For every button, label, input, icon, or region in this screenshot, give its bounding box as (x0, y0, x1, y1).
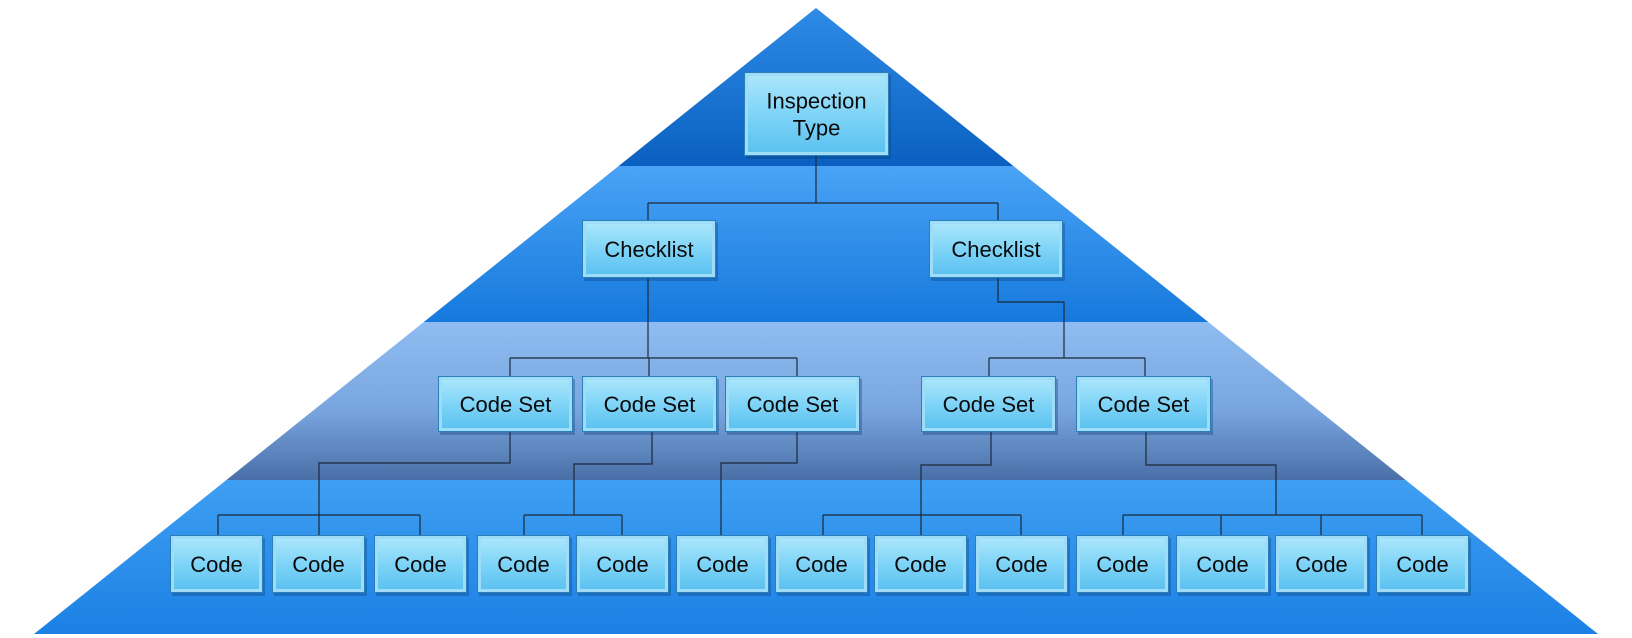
node-code-set-3: Code Set (725, 376, 862, 435)
node-code-set-1-label: Code Set (460, 392, 552, 417)
node-code-6: Code (676, 535, 771, 596)
node-code-3: Code (374, 535, 469, 596)
node-code-10-label: Code (1096, 552, 1149, 577)
node-code-9: Code (975, 535, 1070, 596)
node-code-set-2: Code Set (582, 376, 719, 435)
connector-codeset-5-route (1145, 432, 1277, 515)
connector-lines (217, 152, 1423, 535)
node-code-1: Code (170, 535, 265, 596)
node-code-8: Code (874, 535, 969, 596)
node-code-8-label: Code (894, 552, 947, 577)
node-code-5: Code (576, 535, 671, 596)
connector-codeset-4-route (920, 432, 992, 515)
node-checklist-2-label: Checklist (951, 237, 1040, 262)
node-code-6-label: Code (696, 552, 749, 577)
node-code-7: Code (775, 535, 870, 596)
node-checklist-1: Checklist (582, 220, 718, 281)
node-code-set-5: Code Set (1076, 376, 1213, 435)
node-code-set-4: Code Set (921, 376, 1058, 435)
node-code-set-4-label: Code Set (943, 392, 1035, 417)
node-code-1-label: Code (190, 552, 243, 577)
node-code-set-2-label: Code Set (604, 392, 696, 417)
node-code-4-label: Code (497, 552, 550, 577)
node-inspection-type-label: Type (793, 116, 841, 141)
node-inspection-type-label: Inspection (766, 89, 866, 114)
connector-checklist-2-route (997, 278, 1065, 358)
node-code-13-label: Code (1396, 552, 1449, 577)
node-code-set-3-label: Code Set (747, 392, 839, 417)
node-code-13: Code (1376, 535, 1471, 596)
node-code-10: Code (1076, 535, 1171, 596)
node-code-12: Code (1275, 535, 1370, 596)
node-code-5-label: Code (596, 552, 649, 577)
connector-codeset-2-route (573, 432, 653, 515)
node-checklist-2: Checklist (929, 220, 1065, 281)
node-checklist-1-label: Checklist (604, 237, 693, 262)
connector-codeset-3-route (720, 432, 798, 535)
node-code-set-1: Code Set (438, 376, 575, 435)
node-code-7-label: Code (795, 552, 848, 577)
node-code-11-label: Code (1196, 552, 1249, 577)
node-code-2: Code (272, 535, 367, 596)
node-code-11: Code (1176, 535, 1271, 596)
node-code-9-label: Code (995, 552, 1048, 577)
node-code-2-label: Code (292, 552, 345, 577)
node-code-4: Code (477, 535, 572, 596)
connector-codeset-1-route (318, 432, 511, 515)
node-code-3-label: Code (394, 552, 447, 577)
node-code-12-label: Code (1295, 552, 1348, 577)
node-code-set-5-label: Code Set (1098, 392, 1190, 417)
